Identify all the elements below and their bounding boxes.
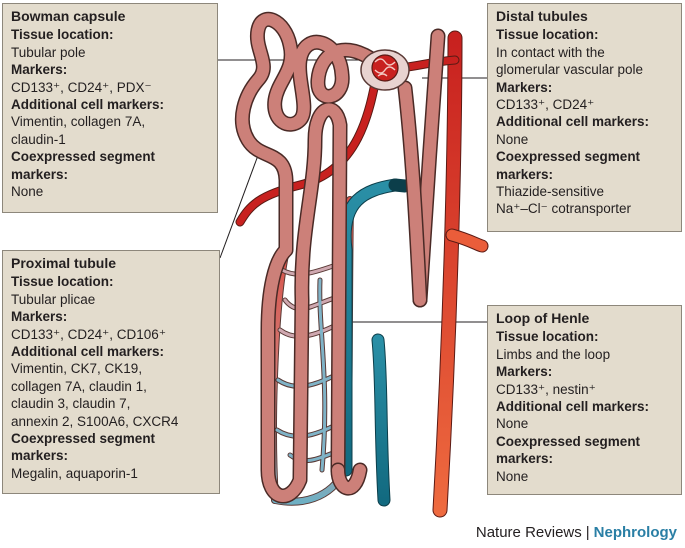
additional-markers-line: None — [496, 416, 529, 432]
box-title: Bowman capsule — [11, 8, 126, 24]
additional-markers-line: annexin 2, S100A6, CXCR4 — [11, 413, 179, 429]
box-title: Proximal tubule — [11, 255, 117, 271]
additional-markers-line: collagen 7A, claudin 1, — [11, 378, 147, 394]
publisher-name: Nature Reviews — [475, 524, 582, 541]
nephron-tubule — [234, 11, 446, 504]
additional-markers-line: claudin-1 — [11, 131, 66, 147]
coexpressed-markers-line: None — [11, 184, 44, 200]
coexpressed-markers-label: Coexpressed segment markers: — [496, 149, 641, 182]
credit-separator: | — [585, 524, 590, 541]
coexpressed-markers-label: Coexpressed segment markers: — [11, 149, 156, 182]
coexpressed-markers-line: Megalin, aquaporin-1 — [11, 465, 138, 481]
additional-markers-line: claudin 3, claudin 7, — [11, 396, 131, 412]
tissue-location-value: Tubular plicae — [11, 291, 96, 307]
coexpressed-markers-label: Coexpressed segment markers: — [11, 431, 156, 464]
tissue-location-label: Tissue location: — [11, 274, 114, 290]
glomerulus — [360, 49, 410, 91]
journal-credit: Nature Reviews|Nephrology — [476, 524, 677, 541]
loop-of-henle-box: Loop of Henle Tissue location: Limbs and… — [487, 305, 682, 495]
markers-label: Markers: — [11, 309, 68, 325]
vein — [338, 178, 412, 507]
markers-value: CD133⁺, CD24⁺, CD106⁺ — [11, 326, 166, 342]
markers-label: Markers: — [496, 364, 553, 380]
additional-markers-label: Additional cell markers: — [496, 114, 650, 130]
markers-label: Markers: — [11, 62, 68, 78]
tissue-location-value: Tubular pole — [11, 44, 86, 60]
coexpressed-markers-line: Thiazide-sensitive — [496, 184, 605, 200]
additional-markers-line: Vimentin, collagen 7A, — [11, 114, 146, 130]
tissue-location-value: Limbs and the loop — [496, 346, 611, 362]
markers-value: CD133⁺, nestin⁺ — [496, 381, 596, 397]
markers-value: CD133⁺, CD24⁺, PDX⁻ — [11, 79, 152, 95]
tissue-location-label: Tissue location: — [496, 329, 599, 345]
tissue-location-label: Tissue location: — [11, 27, 114, 43]
artery — [395, 30, 489, 518]
additional-markers-line: None — [496, 131, 529, 147]
proximal-tubule-box: Proximal tubule Tissue location: Tubular… — [2, 250, 220, 494]
box-title: Loop of Henle — [496, 310, 590, 326]
additional-markers-label: Additional cell markers: — [496, 399, 650, 415]
additional-markers-label: Additional cell markers: — [11, 97, 165, 113]
markers-label: Markers: — [496, 79, 553, 95]
coexpressed-markers-label: Coexpressed segment markers: — [496, 433, 641, 467]
distal-tubules-box: Distal tubules Tissue location: In conta… — [487, 3, 682, 232]
leader-proximal — [219, 149, 261, 259]
box-title: Distal tubules — [496, 8, 588, 24]
tissue-location-label: Tissue location: — [496, 27, 599, 43]
tissue-location-line: In contact with the — [496, 44, 605, 60]
coexpressed-markers-line: None — [496, 468, 529, 484]
bowman-capsule-box: Bowman capsule Tissue location: Tubular … — [2, 3, 218, 213]
markers-value: CD133⁺, CD24⁺ — [496, 97, 595, 113]
coexpressed-markers-line: Na⁺–Cl⁻ cotransporter — [496, 201, 632, 217]
additional-markers-line: Vimentin, CK7, CK19, — [11, 361, 143, 377]
journal-name: Nephrology — [593, 524, 677, 541]
tissue-location-line: glomerular vascular pole — [496, 62, 644, 78]
additional-markers-label: Additional cell markers: — [11, 344, 165, 360]
